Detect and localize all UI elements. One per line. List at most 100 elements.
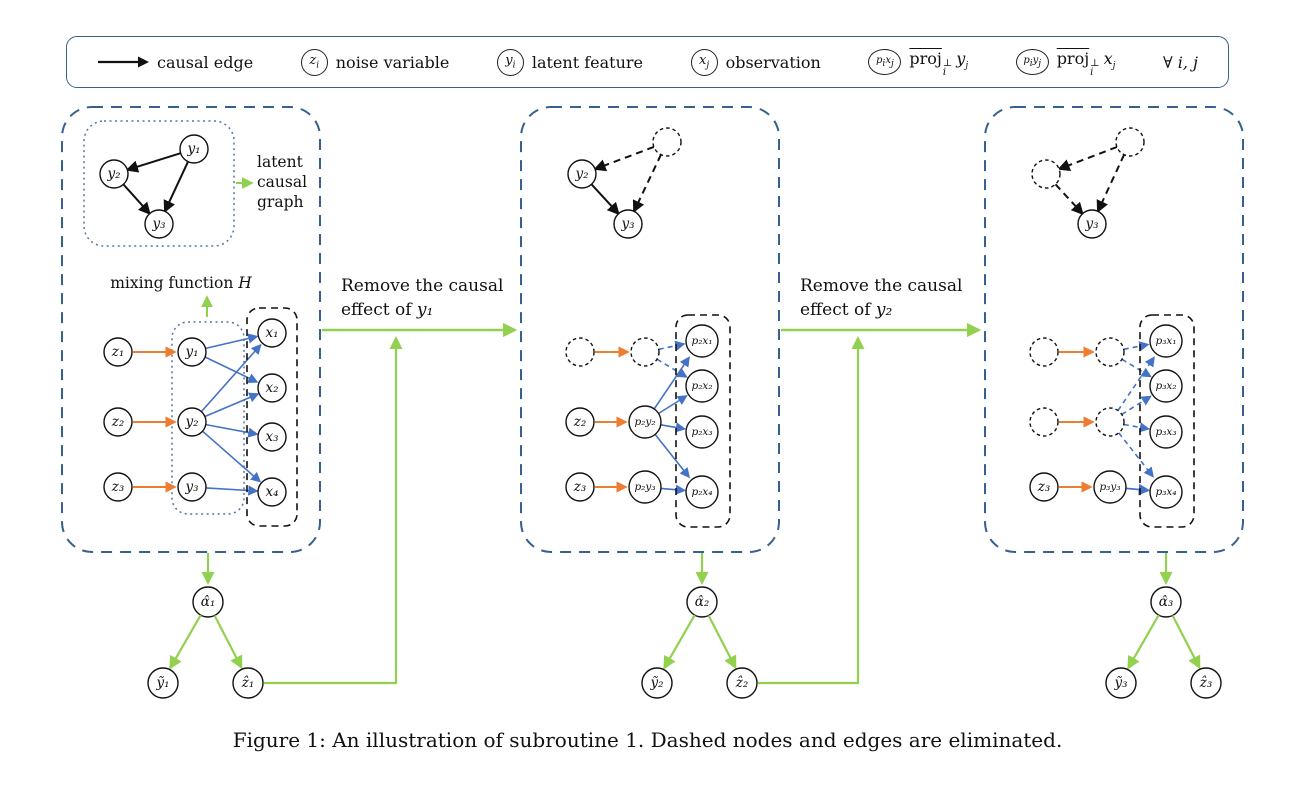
latent-graph-box (83, 120, 235, 247)
node-x3 (257, 422, 287, 452)
node-x3-label: x₃ (265, 429, 278, 445)
transition-2-text-line1: Remove the causal (800, 276, 962, 296)
latent-graph-label-1: latent (257, 153, 304, 171)
node-ytilde1 (147, 667, 179, 699)
graph-node-y1-eliminated (652, 127, 682, 157)
node-px1-label: p₂x₁ (691, 335, 712, 347)
node-ytilde1-label: ỹ₁ (155, 675, 169, 691)
graph-node-y2 (99, 159, 129, 189)
noise-variable-symbol: zi (300, 48, 328, 76)
graph-node-y3-label: y₃ (620, 216, 634, 232)
arrow-py2-px4 (654, 433, 690, 479)
node-x1 (257, 318, 287, 348)
node-ytilde3 (1105, 667, 1137, 699)
node-z3 (1029, 472, 1059, 502)
edge-y1-y2 (125, 152, 181, 173)
arrow-y1-x2 (204, 356, 259, 383)
node-ytilde2-label: ỹ₂ (649, 675, 663, 691)
mixing-region-box (171, 321, 245, 515)
arrow-py2-px3 (660, 422, 687, 433)
node-zhat3-label: ẑ₃ (1199, 675, 1213, 691)
node-alpha1 (192, 586, 224, 618)
node-px2 (1149, 369, 1183, 403)
arrow-y2-x3 (205, 423, 259, 438)
node-ytilde2 (641, 667, 673, 699)
arrow-py3-px4 (660, 484, 687, 495)
node-alpha2-label: α̂₂ (695, 594, 710, 610)
arrow-alpha2-zhat2 (707, 614, 737, 670)
node-py3-label: p₃y₃ (1099, 481, 1120, 493)
node-z2-eliminated (1029, 407, 1059, 437)
arrow-y1-px1-dashed (1123, 341, 1150, 352)
proj-y-symbol: pixj (868, 49, 902, 75)
legend-item-observation: xj observation (690, 48, 821, 76)
arrow-y1-px1-dashed (658, 340, 686, 351)
arrow-y2-px4-dashed (1118, 432, 1154, 478)
arrow-y2-x4 (201, 430, 262, 483)
arrow-py2-px1 (653, 356, 690, 410)
node-px4-label: p₃x₄ (1155, 486, 1176, 498)
node-z3 (565, 472, 595, 502)
latent-feature-label: latent feature (531, 52, 643, 72)
node-py2 (628, 405, 662, 439)
node-zhat3 (1190, 667, 1222, 699)
graph-node-y2-label: y₂ (106, 166, 120, 182)
node-y2 (177, 407, 207, 437)
node-z2-label: z₂ (111, 414, 125, 430)
node-zhat1 (232, 667, 264, 699)
latent-graph-label-2: causal (257, 173, 307, 191)
node-z3-label: z₃ (573, 479, 587, 495)
node-x2 (257, 373, 287, 403)
forall-label: ∀ i, j (1162, 52, 1198, 72)
node-px1-label: p₃x₁ (1155, 335, 1176, 347)
node-px4 (685, 475, 719, 509)
node-px2 (685, 369, 719, 403)
zhat1-feedback-connector (264, 336, 403, 685)
node-py2-label: p₂y₂ (634, 416, 655, 428)
arrow-y2-px2-dashed (1121, 395, 1152, 416)
node-x2-label: x₂ (265, 380, 278, 396)
node-x4 (257, 477, 287, 507)
graph-node-y1-label: y₁ (186, 141, 200, 157)
node-alpha3-label: α̂₃ (1159, 594, 1174, 610)
transition-2: Remove the causal effect of y₂ (781, 276, 982, 338)
node-zhat1-label: ẑ₁ (241, 675, 255, 691)
node-y2-label: y₂ (184, 414, 198, 430)
edge-y2-y3 (122, 183, 151, 215)
panel-1: y₁ y₂ y₃ latent causal graph mixing func… (83, 120, 403, 699)
edge-y1-y3 (163, 161, 189, 213)
arrow-alpha1-ytilde1 (169, 614, 202, 670)
legend-item-latent: yi latent feature (496, 48, 643, 76)
node-alpha1-label: α̂₁ (201, 594, 216, 610)
graph-node-y2-label: y₂ (574, 166, 588, 182)
node-z3 (103, 472, 133, 502)
node-y1 (177, 337, 207, 367)
transition-1-text-line1: Remove the causal (341, 276, 503, 296)
arrow-alpha3-ytilde3 (1127, 614, 1160, 670)
node-y3 (177, 472, 207, 502)
node-y2-eliminated (1095, 407, 1125, 437)
node-px2-label: p₃x₂ (1155, 380, 1176, 392)
edge-y1-y3-dashed (1096, 154, 1126, 213)
mixing-function-label: mixing function H (110, 274, 252, 292)
panel-2-border (520, 106, 780, 553)
transition-1: Remove the causal effect of y₁ (322, 276, 518, 338)
legend-box: causal edge zi noise variable yi latent … (66, 36, 1229, 88)
latent-feature-symbol: yi (496, 48, 524, 76)
node-z1 (103, 337, 133, 367)
graph-node-y1-eliminated (1115, 127, 1145, 157)
node-px4-label: p₂x₄ (691, 486, 712, 498)
arrow-y2-px1-dashed (1117, 356, 1155, 411)
node-z2-label: z₂ (573, 414, 587, 430)
arrow-py2-px2 (658, 395, 688, 415)
node-z1-eliminated (1029, 337, 1059, 367)
edge-y1-y2-dashed (1057, 146, 1118, 172)
node-px3-label: p₂x₃ (691, 426, 712, 438)
node-py3 (628, 470, 662, 504)
arrow-y2-x2 (204, 392, 260, 418)
node-y1-label: y₁ (184, 344, 198, 360)
